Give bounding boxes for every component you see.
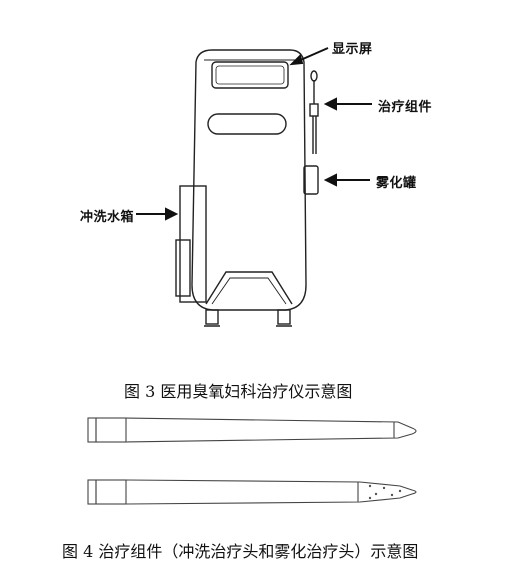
display-screen — [211, 61, 289, 89]
figure3-caption: 图 3 医用臭氧妇科治疗仪示意图 — [124, 382, 353, 401]
wheel-right — [277, 309, 291, 325]
label-atomizer-tank: 雾化罐 — [376, 176, 417, 191]
tank-reservoir — [175, 239, 191, 297]
handle — [207, 113, 287, 135]
atomizer-treatment-head — [87, 479, 417, 505]
label-display: 显示屏 — [332, 42, 373, 57]
wheel-left — [205, 309, 219, 325]
display-bezel — [215, 65, 285, 85]
atomizer-holes — [368, 484, 402, 500]
label-flush-water-tank: 冲洗水箱 — [80, 210, 135, 225]
flush-treatment-head — [87, 417, 417, 443]
figure4-caption: 图 4 治疗组件（冲洗治疗头和雾化治疗头）示意图 — [62, 542, 419, 561]
flush-water-tank — [179, 185, 207, 303]
label-treatment-component: 治疗组件 — [378, 100, 433, 115]
atomizer-tank — [303, 165, 319, 195]
base-bin — [205, 271, 293, 305]
device-body — [191, 49, 307, 311]
